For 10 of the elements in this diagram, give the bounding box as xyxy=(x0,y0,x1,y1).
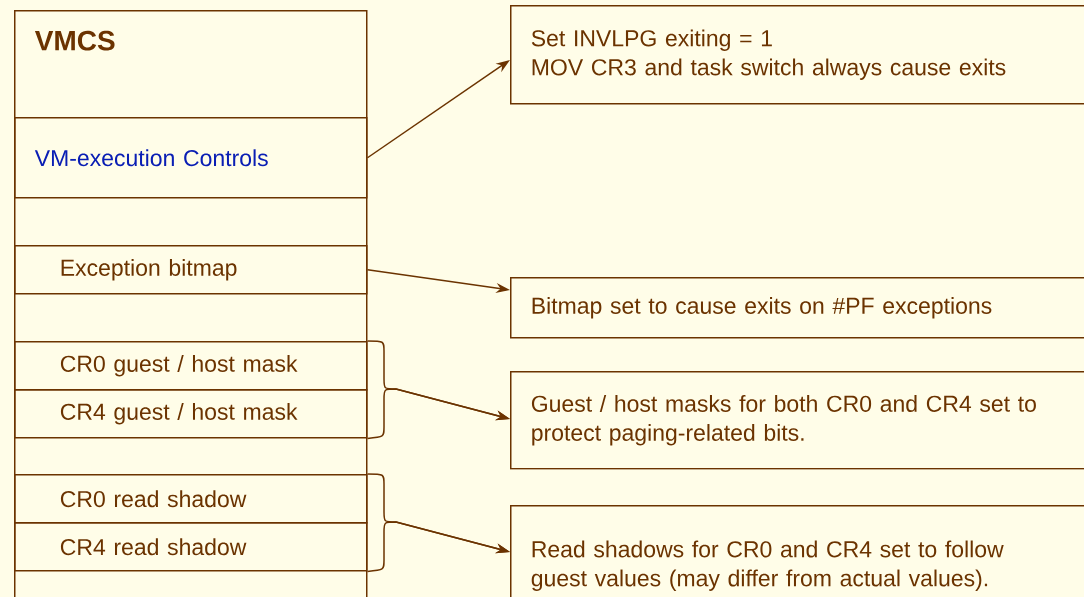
note-box: Guest / host masks for both CR0 and CR4 set to protect paging-related bits. xyxy=(510,371,1084,470)
table-row: CR0 guest / host mask xyxy=(14,341,368,391)
table-row: CR4 guest / host mask xyxy=(14,389,368,439)
note-box: Bitmap set to cause exits on #PF exceptions xyxy=(510,277,1084,339)
table-row: CR0 read shadow xyxy=(14,474,368,524)
table-row: Exception bitmap xyxy=(14,245,368,295)
table-row: VM-execution Controls xyxy=(14,117,368,199)
table-row: CR4 read shadow xyxy=(14,522,368,572)
note-box: Read shadows for CR0 and CR4 set to follow guest values (may differ from actual values). xyxy=(510,505,1084,597)
note-box: Set INVLPG exiting = 1 MOV CR3 and task switch always cause exits xyxy=(510,5,1084,105)
